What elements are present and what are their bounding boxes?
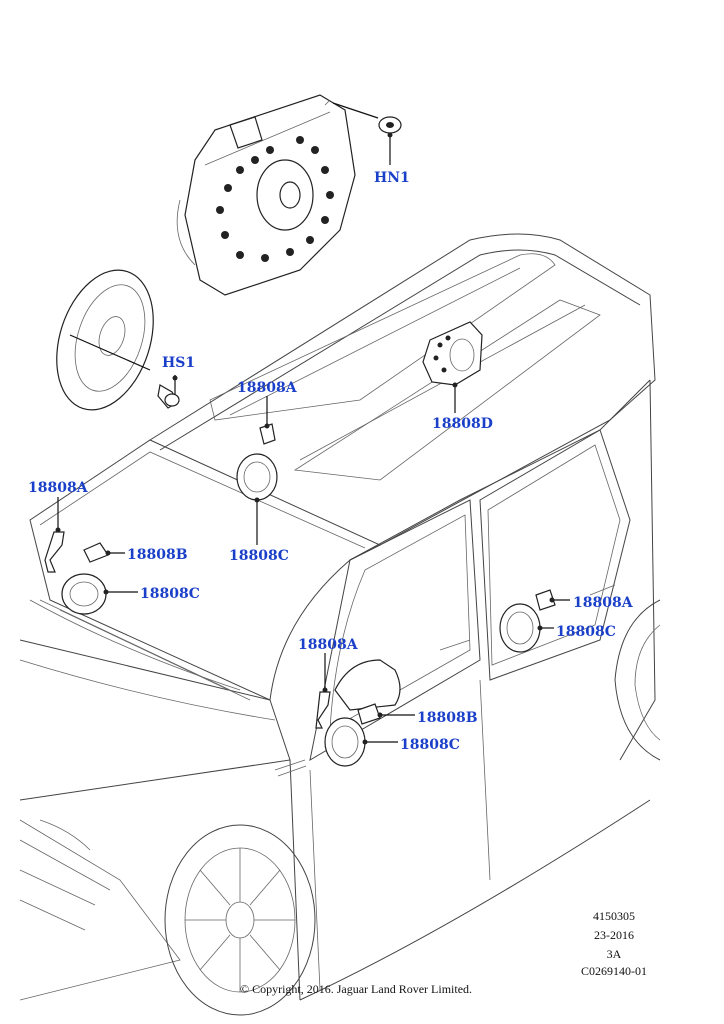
- callout-18808c-left: 18808C: [140, 586, 200, 602]
- subwoofer-18808d: [422, 321, 483, 413]
- date-code: 23-2016: [594, 928, 634, 942]
- speaker-exploded: [56, 269, 180, 411]
- callout-hn1: HN1: [374, 170, 410, 186]
- rear-wheel: [614, 599, 661, 761]
- revision: 3A: [607, 947, 622, 961]
- callout-18808d: 18808D: [432, 416, 493, 432]
- front-wheel: [164, 824, 316, 1016]
- vehicle-outline: [19, 233, 661, 1016]
- speaker-rear-door: [499, 589, 570, 653]
- drawing-code: C0269140-01: [581, 964, 647, 978]
- screw-hs1: [157, 384, 180, 409]
- callout-18808c-front-door: 18808C: [400, 737, 460, 753]
- callout-18808c-rear: 18808C: [556, 624, 616, 640]
- callout-18808a-rear: 18808A: [573, 595, 634, 611]
- nut-hn1: [378, 116, 402, 134]
- callout-18808a-left: 18808A: [28, 480, 89, 496]
- drawing-footer: 4150305 23-2016 3A C0269140-01 © Copyrig…: [240, 909, 647, 996]
- callout-hs1: HS1: [162, 355, 195, 371]
- callout-18808a-roof: 18808A: [237, 380, 298, 396]
- ref-number: 4150305: [593, 909, 635, 923]
- speaker-center-roof: [236, 396, 278, 545]
- callout-labels: HN1 HS1 18808A 18808D 18808A 18808B 1880…: [28, 170, 634, 753]
- callout-18808a-front-door: 18808A: [298, 637, 359, 653]
- callout-18808c-roof: 18808C: [229, 548, 289, 564]
- subwoofer-exploded: [176, 94, 402, 296]
- callout-18808b-front-door: 18808B: [417, 710, 478, 726]
- callout-18808b-left: 18808B: [127, 547, 188, 563]
- speaker-left-front: [44, 497, 138, 615]
- copyright: © Copyright, 2016. Jaguar Land Rover Lim…: [240, 982, 472, 996]
- speaker-front-door: [315, 653, 415, 767]
